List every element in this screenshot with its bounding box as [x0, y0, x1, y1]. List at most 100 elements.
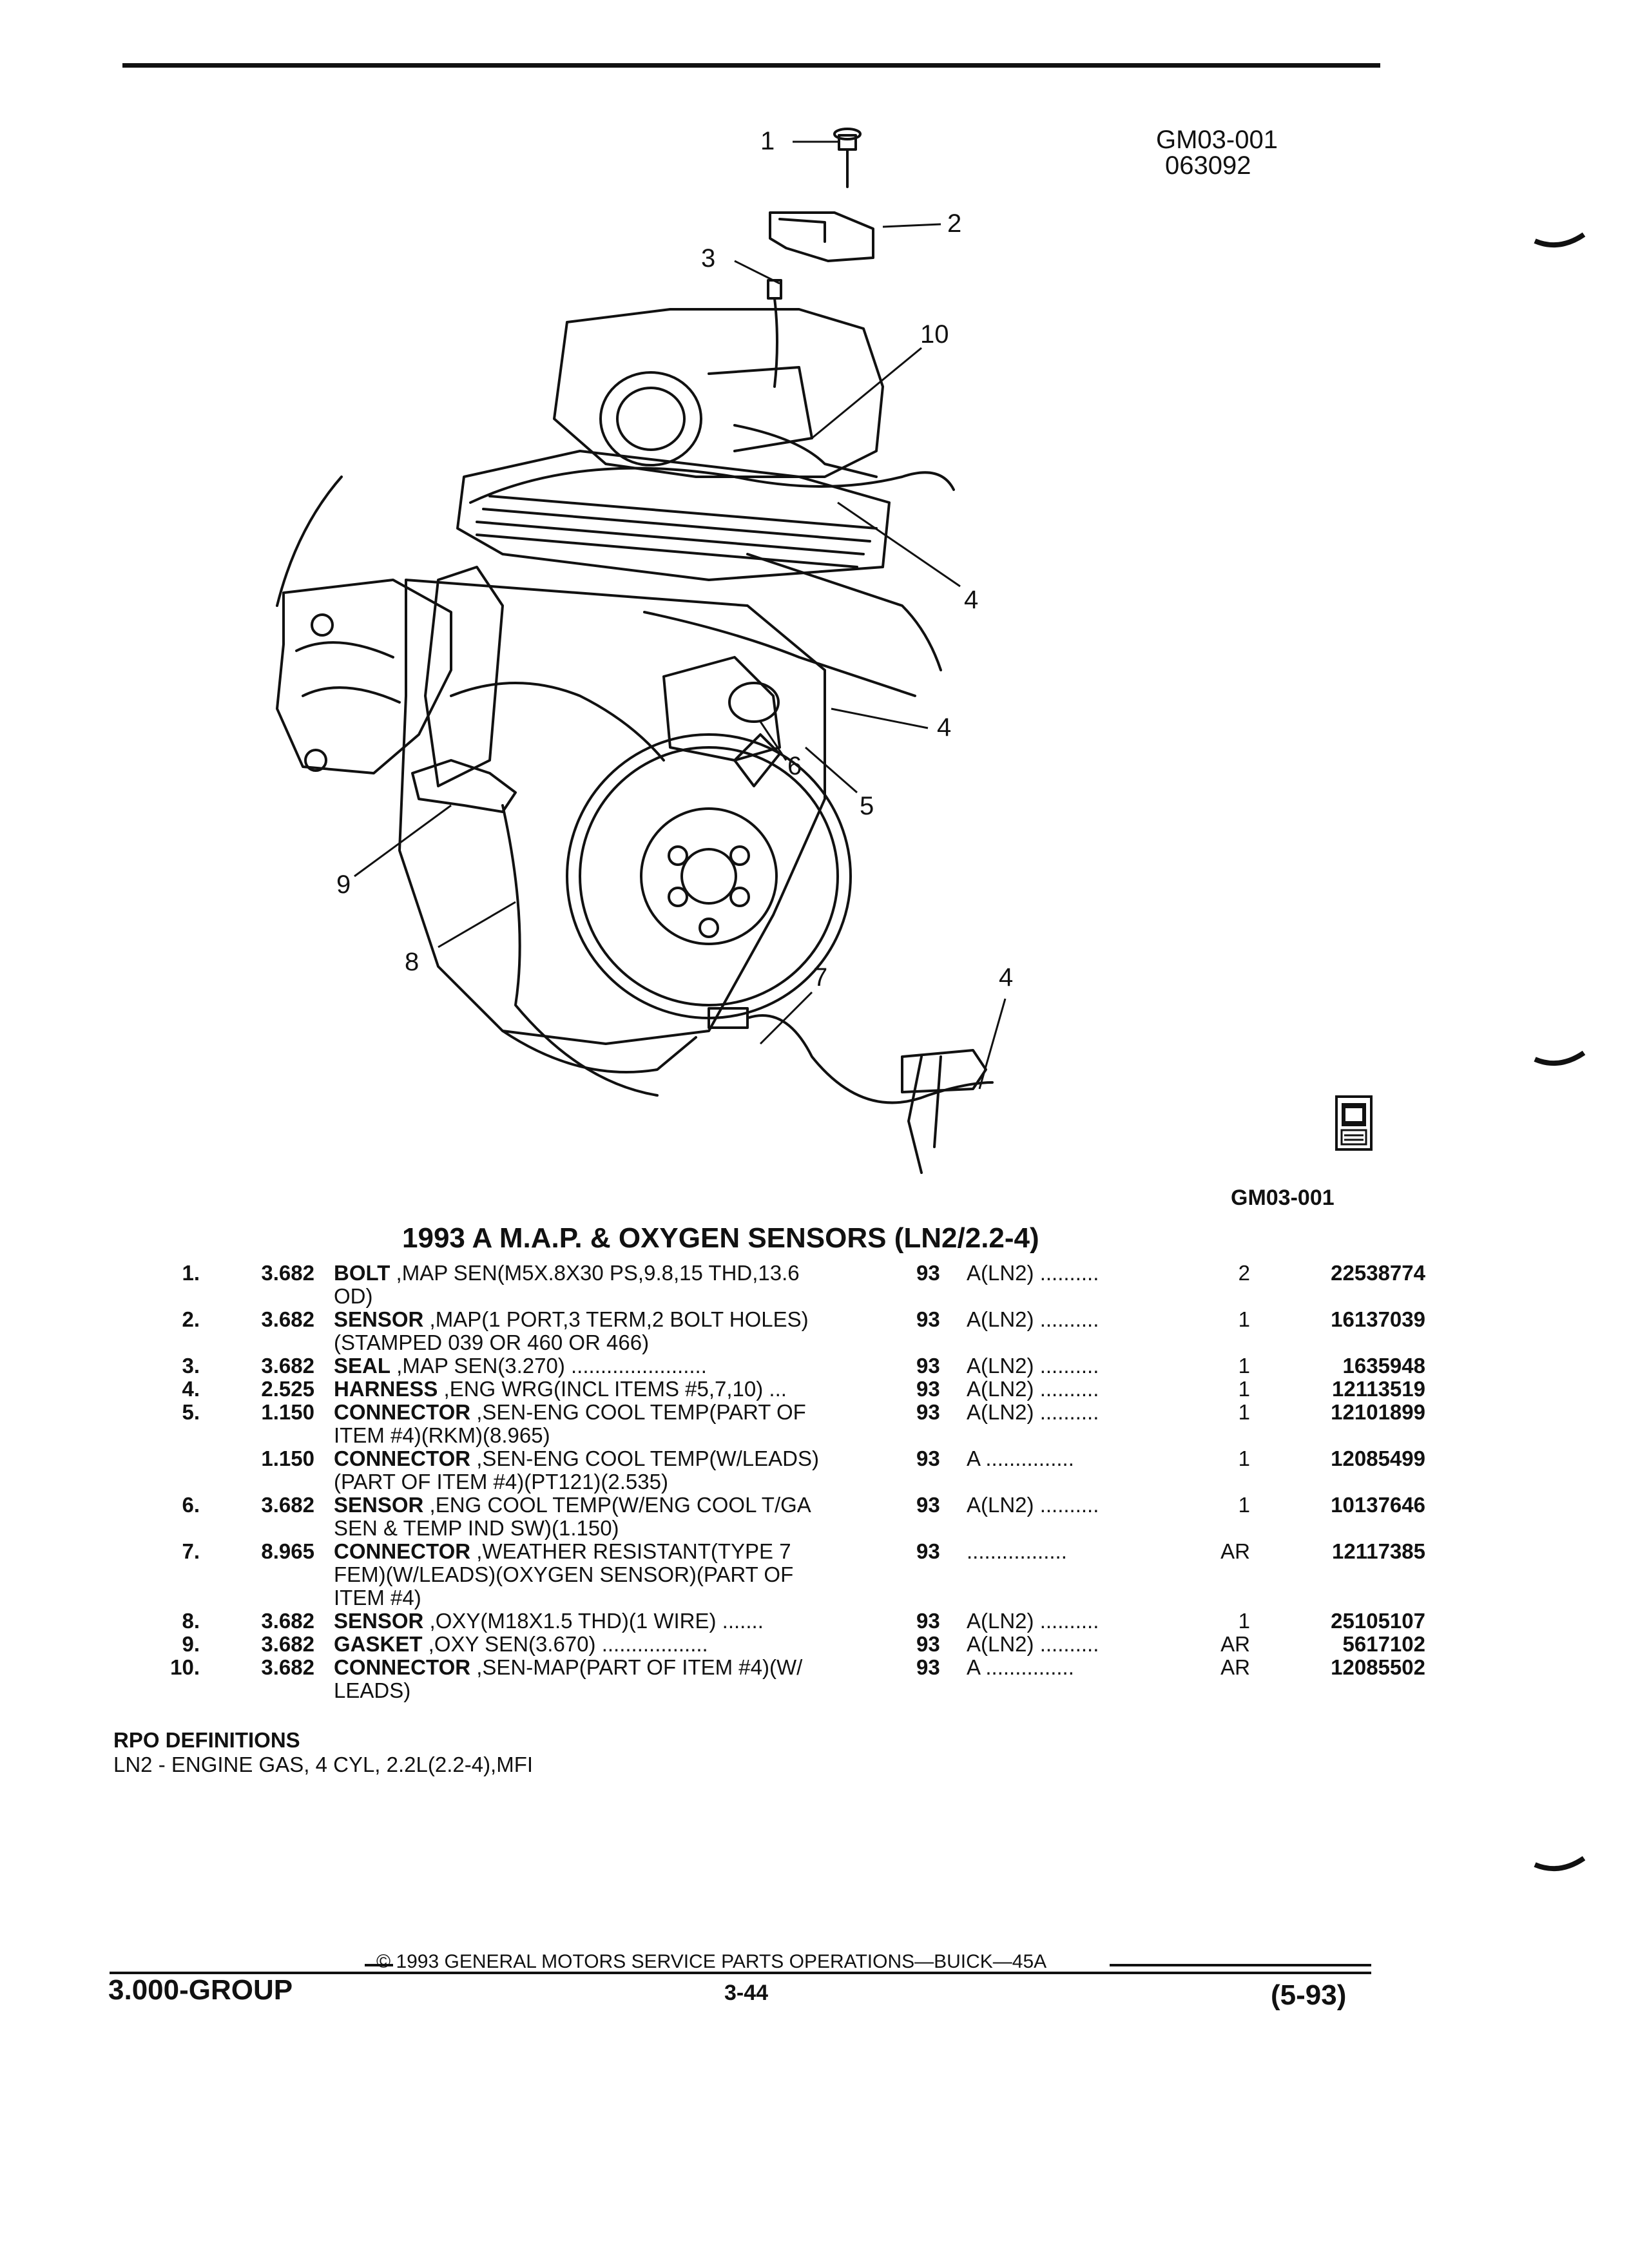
model-year: 93 — [916, 1261, 940, 1285]
callout-label: 1 — [760, 127, 775, 155]
part-description: SENSOR ,ENG COOL TEMP(W/ENG COOL T/GA SE… — [334, 1494, 985, 1540]
ref-number: 3.682 — [261, 1493, 314, 1517]
callout-label: 4 — [937, 713, 952, 742]
part-row: 8. 3.682 SENSOR ,OXY(M18X1.5 THD)(1 WIRE… — [129, 1609, 1425, 1633]
callout-label: 3 — [701, 244, 716, 273]
part-number: 22538774 — [1331, 1261, 1425, 1285]
callout-leaders — [354, 140, 1007, 1090]
part-number: 12101899 — [1331, 1400, 1425, 1424]
part-number: 1635948 — [1342, 1354, 1425, 1378]
part-description: GASKET ,OXY SEN(3.670) .................… — [334, 1633, 985, 1656]
usage-code: A(LN2) .......... — [967, 1610, 1099, 1633]
callout-label: 8 — [405, 948, 419, 976]
part-number: 25105107 — [1331, 1609, 1425, 1633]
callout-label: 4 — [999, 963, 1014, 992]
ref-number: 3.682 — [261, 1655, 314, 1679]
model-year: 93 — [916, 1354, 940, 1378]
usage-code: A(LN2) .......... — [967, 1354, 1099, 1378]
part-row: 3. 3.682 SEAL ,MAP SEN(3.270) ..........… — [129, 1354, 1425, 1378]
oxygen-sensor-wire — [501, 804, 659, 1097]
part-detail: ,ENG WRG(INCL ITEMS #5,7,10) ... — [438, 1377, 787, 1401]
part-detail: ,MAP SEN(3.270) ....................... — [390, 1354, 707, 1378]
item-number: 6. — [182, 1493, 200, 1517]
callout-label: 6 — [787, 752, 802, 780]
part-detail: ,SEN-ENG COOL TEMP(W/LEADS) (PART OF ITE… — [334, 1446, 819, 1494]
part-description: SENSOR ,OXY(M18X1.5 THD)(1 WIRE) ....... — [334, 1610, 985, 1633]
quantity: 1 — [1238, 1400, 1250, 1424]
part-name: SENSOR — [334, 1493, 424, 1517]
part-description: HARNESS ,ENG WRG(INCL ITEMS #5,7,10) ... — [334, 1378, 985, 1401]
quantity: 2 — [1238, 1261, 1250, 1285]
binding-mark — [1534, 1050, 1585, 1066]
quantity: 1 — [1238, 1307, 1250, 1331]
part-row: 9. 3.682 GASKET ,OXY SEN(3.670) ........… — [129, 1632, 1425, 1656]
part-name: CONNECTOR — [334, 1446, 471, 1470]
part-detail: ,ENG COOL TEMP(W/ENG COOL T/GA SEN & TEM… — [334, 1493, 811, 1540]
wiring-harness — [469, 466, 955, 504]
footer-rule — [110, 1972, 1371, 1974]
item-number: 4. — [182, 1377, 200, 1401]
part-name: SENSOR — [334, 1307, 424, 1331]
part-number: 16137039 — [1331, 1307, 1425, 1331]
harness-pigtail — [901, 1049, 987, 1093]
ref-number: 3.682 — [261, 1354, 314, 1378]
page-number: 3-44 — [724, 1981, 769, 2005]
part-detail: ,MAP SEN(M5X.8X30 PS,9.8,15 THD,13.6 OD) — [334, 1261, 800, 1308]
usage-code: ................. — [967, 1540, 1067, 1563]
model-year: 93 — [916, 1539, 940, 1563]
quantity: 1 — [1238, 1377, 1250, 1401]
thermostat-housing — [662, 656, 781, 762]
part-number: 12113519 — [1331, 1377, 1425, 1401]
part-detail: ,OXY SEN(3.670) .................. — [422, 1632, 708, 1656]
model-year: 93 — [916, 1493, 940, 1517]
usage-code: A(LN2) .......... — [967, 1494, 1099, 1517]
oxygen-sensor — [411, 759, 517, 813]
part-row: 2. 3.682 SENSOR ,MAP(1 PORT,3 TERM,2 BOL… — [129, 1307, 1425, 1354]
edition-date: (5-93) — [1271, 1979, 1347, 2011]
oil-pan — [501, 1030, 697, 1073]
model-year: 93 — [916, 1632, 940, 1656]
usage-code: A(LN2) .......... — [967, 1378, 1099, 1401]
ref-number: 2.525 — [261, 1377, 314, 1401]
part-name: BOLT — [334, 1261, 390, 1285]
callout-label: 2 — [947, 209, 962, 238]
rpo-definition: LN2 - ENGINE GAS, 4 CYL, 2.2L(2.2-4),MFI — [113, 1753, 534, 1776]
part-description: CONNECTOR ,SEN-MAP(PART OF ITEM #4)(W/ L… — [334, 1656, 985, 1702]
item-number: 7. — [182, 1539, 200, 1563]
part-row: 1.150 CONNECTOR ,SEN-ENG COOL TEMP(W/LEA… — [129, 1446, 1425, 1494]
engine-illustration — [276, 128, 994, 1174]
part-row: 1. 3.682 BOLT ,MAP SEN(M5X.8X30 PS,9.8,1… — [129, 1261, 1425, 1308]
quantity: AR — [1220, 1655, 1250, 1679]
quantity: AR — [1220, 1632, 1250, 1656]
figure-code: GM03-001 — [1156, 126, 1278, 154]
part-detail: ,MAP(1 PORT,3 TERM,2 BOLT HOLES) (STAMPE… — [334, 1307, 809, 1354]
item-number: 8. — [182, 1609, 200, 1633]
model-year: 93 — [916, 1446, 940, 1470]
callout-label: 10 — [920, 320, 949, 349]
model-year: 93 — [916, 1377, 940, 1401]
model-year: 93 — [916, 1655, 940, 1679]
part-name: CONNECTOR — [334, 1539, 471, 1563]
part-description: CONNECTOR ,SEN-ENG COOL TEMP(W/LEADS) (P… — [334, 1447, 985, 1494]
model-year: 93 — [916, 1609, 940, 1633]
ref-number: 8.965 — [261, 1539, 314, 1563]
item-number: 2. — [182, 1307, 200, 1331]
part-name: CONNECTOR — [334, 1400, 471, 1424]
model-year: 93 — [916, 1400, 940, 1424]
binding-mark — [1534, 1856, 1585, 1872]
item-number: 3. — [182, 1354, 200, 1378]
quantity: AR — [1220, 1539, 1250, 1563]
part-description: CONNECTOR ,SEN-ENG COOL TEMP(PART OF ITE… — [334, 1401, 985, 1447]
top-rule — [122, 63, 1380, 68]
ref-number: 3.682 — [261, 1632, 314, 1656]
part-row: 6. 3.682 SENSOR ,ENG COOL TEMP(W/ENG COO… — [129, 1493, 1425, 1540]
ref-number: 1.150 — [261, 1446, 314, 1470]
item-number: 9. — [182, 1632, 200, 1656]
copyright-line: © 1993 GENERAL MOTORS SERVICE PARTS OPER… — [376, 1951, 1047, 1972]
part-number: 10137646 — [1331, 1493, 1425, 1517]
ref-number: 3.682 — [261, 1261, 314, 1285]
part-description: CONNECTOR ,WEATHER RESISTANT(TYPE 7 FEM)… — [334, 1540, 985, 1610]
intake-plenum — [553, 308, 884, 478]
item-number: 1. — [182, 1261, 200, 1285]
part-name: GASKET — [334, 1632, 423, 1656]
